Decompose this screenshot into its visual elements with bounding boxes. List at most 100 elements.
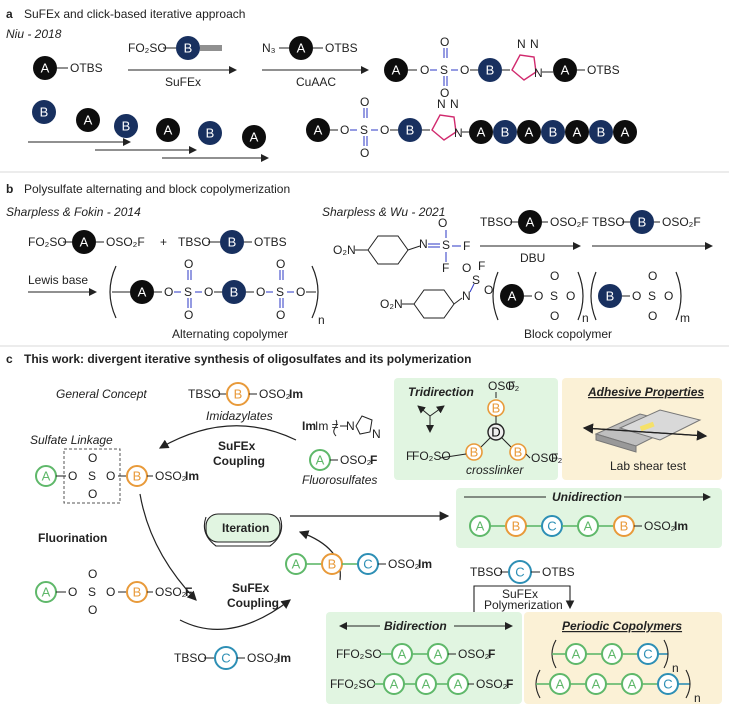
- step-sufex: SuFEx: [165, 75, 201, 89]
- label-panel_b-r1_right: OSO₂F: [550, 215, 589, 229]
- label-panel_a-node_a: A: [573, 125, 582, 140]
- label-panel_a-o: O: [484, 283, 493, 297]
- periodic-title: Periodic Copolymers: [562, 619, 682, 633]
- label-panel_a-o: O: [88, 487, 97, 501]
- label-panel_c-sub_n: n: [672, 661, 679, 675]
- label-panel_a-n: N: [450, 97, 459, 111]
- label-panel_a-node_b: B: [638, 215, 647, 230]
- label-panel_a-node_a: A: [608, 647, 617, 662]
- arrow-sufex-coupling: [158, 425, 297, 449]
- label-panel_a-o: O: [566, 289, 575, 303]
- node-a-reagent: [289, 36, 313, 60]
- panel-a-title: SuFEx and click-based iterative approach: [24, 7, 245, 21]
- label-panel_a-n: N: [419, 237, 428, 251]
- label-panel_a-node_b: B: [234, 387, 243, 402]
- label-panel_a-node_a: A: [297, 41, 306, 56]
- label-panel_c-oso2: OSO₂: [155, 469, 187, 483]
- label-panel_a-otbs: OTBS: [325, 41, 358, 55]
- label-panel_a-o: O: [340, 123, 349, 137]
- label-panel_b-f: F: [551, 451, 558, 465]
- label-panel_c-node_c: C: [663, 677, 672, 692]
- label-panel_a-o: O: [550, 309, 559, 323]
- periodic-chain-1: A A C n: [551, 639, 679, 675]
- label-panel_a-o: O: [184, 308, 193, 322]
- crosslinker-label: crosslinker: [466, 463, 524, 477]
- label-panel_a-node_a: A: [422, 677, 431, 692]
- label-panel_a-node_a: A: [398, 647, 407, 662]
- label-panel_a-o: O: [106, 469, 115, 483]
- label-panel_c-oso2: OSO₂: [259, 387, 291, 401]
- label-panel_a-node_a: A: [250, 130, 259, 145]
- label-panel_b-f: F: [370, 453, 377, 467]
- panel-a: a SuFEx and click-based iterative approa…: [6, 7, 637, 162]
- step-cuaac: CuAAC: [296, 75, 336, 89]
- product-1: A O S O O O B N N N A OTBS: [384, 35, 620, 100]
- label-panel_a-node_a: A: [42, 585, 51, 600]
- label-panel_a-node_b: B: [133, 585, 142, 600]
- block-route: O₂N N S O F F TBSO A OSO₂F DBU TBSO B OS…: [333, 210, 713, 341]
- label-panel_a-o: O: [88, 603, 97, 617]
- label-panel_b-f: F: [185, 585, 192, 599]
- label-panel_a-node_b: B: [620, 519, 629, 534]
- label-panel_b-monomer1_left: FO₂SO: [412, 449, 451, 463]
- label-panel_a-s: S: [442, 238, 450, 252]
- label-panel_b-sub_n: n: [318, 313, 325, 327]
- fluorosulfates-label: Fluorosulfates: [302, 473, 377, 487]
- label-panel_a-s: S: [88, 585, 96, 599]
- lewis-base: Lewis base: [28, 273, 88, 287]
- label-panel_a-node_a: A: [526, 215, 535, 230]
- arrow-fluorination: [139, 493, 197, 601]
- label-panel_a-s: S: [88, 469, 96, 483]
- panel-c-title: This work: divergent iterative synthesis…: [24, 352, 471, 366]
- label-panel_a-o: O: [106, 585, 115, 599]
- iteration-label: Iteration: [222, 521, 269, 535]
- label-panel_a-node_a: A: [164, 123, 173, 138]
- unidirection-chain: A B C A B OSO₂ Im: [469, 515, 688, 537]
- label-panel_c-im: Im: [302, 419, 316, 433]
- lap-shear-label: Lab shear test: [610, 459, 687, 473]
- arrow-sufex-coupling-2: [179, 599, 291, 630]
- label-panel_a-node_a: A: [477, 125, 486, 140]
- label-panel_a-node_b: B: [230, 285, 239, 300]
- label-panel_c-im: Im: [418, 557, 432, 571]
- label-panel_a-node_b: B: [406, 123, 415, 138]
- label-panel_b-monomer1_left: FO₂SO: [28, 235, 67, 249]
- label-panel_a-s: S: [184, 285, 192, 299]
- label-panel_a-node_a: A: [42, 469, 51, 484]
- label-panel_b-monomer1_left: FO₂SO: [343, 647, 382, 661]
- label-panel_b-sub_n: n: [582, 311, 589, 325]
- label-panel_c-sufex_coupling_2: Coupling: [213, 454, 265, 468]
- label-panel_a-node_b: B: [470, 445, 479, 460]
- panel-b: b Polysulfate alternating and block copo…: [6, 182, 713, 341]
- label-panel_a-node_a: A: [508, 289, 517, 304]
- label-panel_a-s: S: [360, 123, 368, 137]
- label-panel_c-sufex_poly_2: Polymerization: [484, 598, 563, 612]
- label-panel_a-node_a: A: [592, 677, 601, 692]
- label-panel_c-sufex_coupling_1: SuFEx: [218, 439, 256, 453]
- label-panel_b-plus: +: [160, 235, 167, 249]
- label-panel_c-oso2: OSO₂: [458, 647, 490, 661]
- label-panel_c-sufex_coupling_2: Coupling: [227, 596, 279, 610]
- a-start-otbs: OTBS: [70, 61, 103, 75]
- label-panel_a-o: O: [462, 261, 471, 275]
- label-panel_c-oso2: OSO₂: [476, 677, 508, 691]
- alternating-polymer: A O S O O O B O S O O O n Alter: [109, 257, 325, 341]
- alternating-label: Alternating copolymer: [172, 327, 288, 341]
- reagent2-prefix: N₃: [262, 41, 276, 55]
- label-panel_c-tbso: TBSO: [470, 565, 503, 579]
- label-panel_a-o: O: [360, 146, 369, 160]
- label-panel_a-node_a: A: [584, 519, 593, 534]
- node-a-start: [33, 56, 57, 80]
- label-panel_a-o: O: [632, 289, 641, 303]
- label-panel_a-o: O: [534, 289, 543, 303]
- label-panel_c-tbso: TBSO: [174, 651, 207, 665]
- label-panel_a-node_b: B: [133, 469, 142, 484]
- label-panel_a-o: O: [420, 63, 429, 77]
- label-panel_a-o: O: [360, 95, 369, 109]
- label-panel_a-o: O: [204, 285, 213, 299]
- label-panel_a-s: S: [440, 63, 448, 77]
- label-panel_c-oso2: OSO₂: [644, 519, 676, 533]
- bidirection-box: [326, 612, 522, 704]
- fluorinated-dimer: A O S O O O B OSO₂ F: [35, 567, 192, 617]
